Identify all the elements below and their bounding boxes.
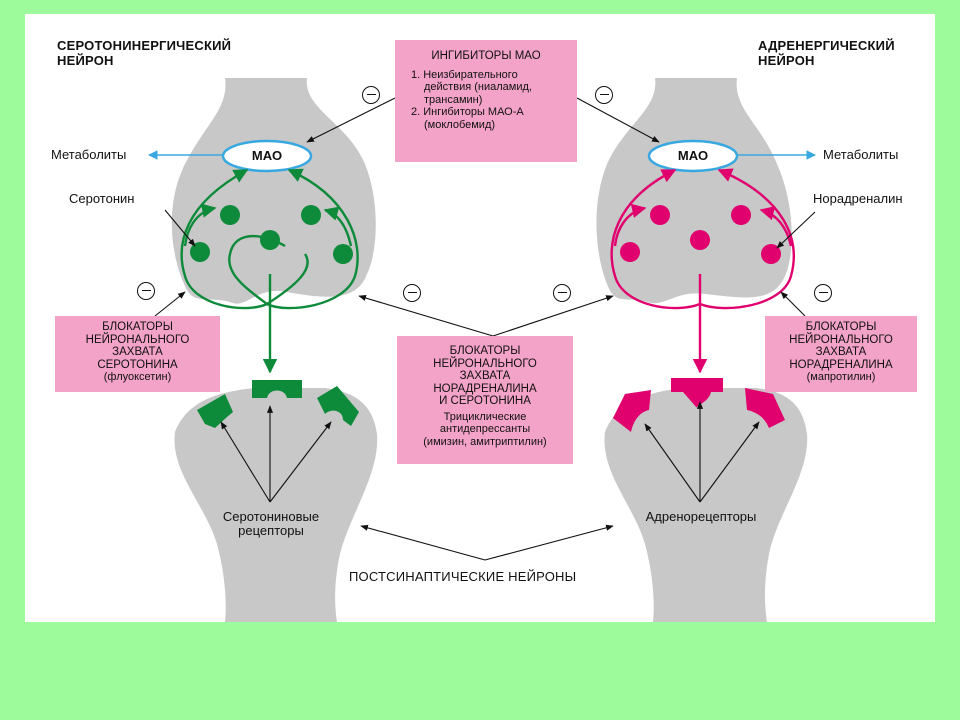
noradrenaline-vesicle	[690, 230, 710, 250]
tricyclic-line: Трициклические	[443, 410, 527, 423]
noradrenaline-vesicle	[650, 205, 670, 225]
serotonin-receptor	[252, 380, 302, 398]
mao-right-label: МАО	[677, 148, 709, 163]
right-postsynaptic-neuron	[604, 388, 808, 622]
mao-inhibitors-item: (моклобемид)	[424, 118, 496, 131]
mao-inhibitors-box: ИНГИБИТОРЫ МАО 1. Неизбирательного дейст…	[395, 40, 577, 162]
adrenoreceptor	[613, 390, 651, 432]
noradrenaline-vesicles	[620, 205, 781, 264]
blocker-heading-line: НЕЙРОНАЛЬНОГО	[85, 333, 190, 346]
noradrenaline-vesicle	[731, 205, 751, 225]
left-neuron-title-line: СЕРОТОНИНЕРГИЧЕСКИЙ	[57, 38, 232, 53]
serotonin-vesicle	[301, 205, 321, 225]
right-neuron-title-line: АДРЕНЕРГИЧЕСКИЙ	[758, 38, 895, 53]
inhibition-minus-icon	[553, 284, 571, 302]
mao-left-ellipse	[221, 139, 313, 173]
noradrenaline-vesicle	[620, 242, 640, 262]
adrenoreceptors-label: Адренорецепторы	[645, 509, 757, 524]
blocker-heading-line: НОРАДРЕНАЛИНА	[433, 382, 537, 395]
adrenergic-terminal	[596, 78, 792, 304]
left-neuron-title: СЕРОТОНИНЕРГИЧЕСКИЙ НЕЙРОН	[57, 38, 231, 68]
metabolites-right-label: Метаболиты	[823, 147, 899, 162]
blocker-heading-line: ЗАХВАТА	[815, 346, 867, 358]
blocker-drug: (флуоксетин)	[103, 371, 172, 383]
inhibition-minus-icon	[814, 284, 832, 302]
serotonin-receptor	[197, 394, 233, 428]
serotonergic-terminal	[171, 78, 376, 304]
noradrenaline-label: Норадреналин	[813, 191, 903, 206]
serotonin-receptor	[317, 386, 359, 426]
blocker-heading-line: НЕЙРОНАЛЬНОГО	[433, 357, 537, 370]
inhibition-minus-icon	[137, 282, 155, 300]
right-neuron-title-line: НЕЙРОН	[758, 53, 815, 68]
serotonin-vesicle	[260, 230, 280, 250]
diagram-panel: СЕРОТОНИНЕРГИЧЕСКИЙ НЕЙРОН АДРЕНЕРГИЧЕСК…	[25, 14, 935, 622]
blocker-heading-line: СЕРОТОНИНА	[97, 358, 178, 371]
inhibition-minus-icon	[595, 86, 613, 104]
tricyclic-line: (имизин, амитриптилин)	[423, 435, 547, 448]
serotonin-label: Серотонин	[69, 191, 135, 206]
blocker-heading-line: НОРАДРЕНАЛИНА	[789, 358, 893, 371]
serotonin-vesicles	[190, 205, 353, 264]
serotonin-vesicle	[190, 242, 210, 262]
mao-inhibitors-heading: ИНГИБИТОРЫ МАО	[431, 50, 541, 62]
blocker-heading-line: И СЕРОТОНИНА	[439, 395, 531, 407]
blocker-drug: (мапротилин)	[806, 371, 876, 383]
mao-inhibitors-item: 2. Ингибиторы МАО-А	[411, 106, 524, 118]
left-neuron-title-line: НЕЙРОН	[57, 53, 114, 68]
metabolites-left-label: Метаболиты	[51, 147, 127, 162]
mao-inhibitors-item: трансамин)	[424, 93, 483, 106]
tricyclic-line: антидепрессанты	[439, 423, 531, 435]
synapse-diagram	[148, 78, 816, 622]
mao-right-ellipse	[647, 139, 739, 173]
blocker-heading-line: БЛОКАТОРЫ	[805, 321, 877, 333]
mao-inhibitors-item: действия (ниаламид,	[424, 81, 532, 93]
blocker-heading-line: БЛОКАТОРЫ	[102, 321, 173, 333]
noradrenaline-reuptake-blockers-box: БЛОКАТОРЫ НЕЙРОНАЛЬНОГО ЗАХВАТА НОРАДРЕН…	[765, 316, 917, 392]
blocker-heading-line: ЗАХВАТА	[112, 346, 163, 358]
serotonin-reuptake-blockers-box: БЛОКАТОРЫ НЕЙРОНАЛЬНОГО ЗАХВАТА СЕРОТОНИ…	[55, 316, 220, 392]
right-neuron-title: АДРЕНЕРГИЧЕСКИЙ НЕЙРОН	[758, 38, 895, 68]
serotonin-receptors-line: рецепторы	[238, 523, 304, 538]
serotonin-receptors-label: Серотониновые рецепторы	[209, 510, 333, 538]
mao-left-label: МАО	[251, 148, 283, 163]
noradrenaline-vesicle	[761, 244, 781, 264]
blocker-heading-line: НЕЙРОНАЛЬНОГО	[789, 333, 893, 346]
serotonin-vesicle	[220, 205, 240, 225]
mao-inhibitors-item: 1. Неизбирательного	[411, 68, 518, 81]
adrenoreceptor	[745, 388, 785, 428]
left-postsynaptic-neuron	[174, 388, 378, 622]
adrenoreceptor	[671, 378, 723, 408]
tricyclic-blockers-box: БЛОКАТОРЫ НЕЙРОНАЛЬНОГО ЗАХВАТА НОРАДРЕН…	[397, 336, 573, 464]
blocker-heading-line: БЛОКАТОРЫ	[449, 345, 521, 357]
serotonin-vesicle	[333, 244, 353, 264]
serotonin-receptors-line: Серотониновые	[222, 509, 320, 524]
inhibition-minus-icon	[362, 86, 380, 104]
blocker-heading-line: ЗАХВАТА	[459, 370, 511, 382]
inhibition-minus-icon	[403, 284, 421, 302]
postsynaptic-neurons-label: ПОСТСИНАПТИЧЕСКИЕ НЕЙРОНЫ	[349, 569, 577, 584]
